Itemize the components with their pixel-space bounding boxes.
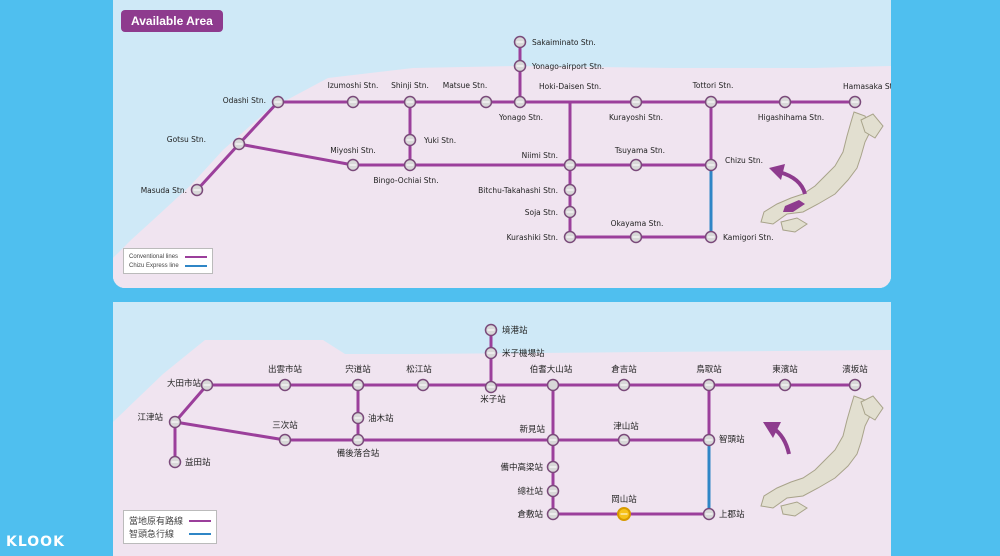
station-label-gotsu: 江津站: [137, 412, 163, 423]
station-label-izumoshi: Izumoshi Stn.: [328, 81, 379, 90]
japan-silhouette: [760, 111, 872, 225]
station-label-bingo_ochiai: Bingo-Ochiai Stn.: [373, 176, 438, 185]
station-label-kurashiki: Kurashiki Stn.: [507, 233, 558, 242]
station-label-odashi: Odashi Stn.: [223, 96, 266, 105]
stations: [168, 323, 862, 521]
station-label-matsue: Matsue Stn.: [443, 81, 488, 90]
legend-swatch-express: [189, 532, 212, 535]
legend-label-express: 智頭急行線: [129, 529, 175, 539]
available-area-title: Available Area: [121, 10, 223, 32]
station-label-kamigori: Kamigori Stn.: [723, 233, 774, 242]
legend: Conventional lines Chizu Express line: [123, 248, 213, 274]
japan-inset: [760, 111, 884, 233]
pointer-arrowhead: [763, 422, 781, 438]
legend-label-conventional: Conventional lines: [129, 253, 179, 260]
japan-silhouette: [760, 395, 872, 509]
station-label-soja: 總社站: [517, 486, 543, 497]
station-label-tsuyama: Tsuyama Stn.: [614, 146, 665, 155]
station-label-bingo_ochiai: 備後落合站: [337, 448, 380, 459]
station-label-miyoshi: Miyoshi Stn.: [330, 146, 376, 155]
station-label-yonago: Yonago Stn.: [498, 113, 543, 122]
shikoku-silhouette: [780, 217, 808, 233]
legend: 當地原有路線 智頭急行線: [123, 510, 218, 544]
station-label-masuda: Masuda Stn.: [141, 186, 187, 195]
land-area: [113, 66, 891, 288]
legend-swatch-conventional: [184, 255, 207, 258]
japan-inset: [760, 395, 884, 517]
station-label-okayama: 岡山站: [611, 494, 637, 505]
station-label-shinji: 宍道站: [345, 364, 371, 375]
legend-label-express: Chizu Express line: [129, 262, 179, 269]
station-label-tottori: 鳥取站: [696, 364, 722, 375]
station-label-izumoshi: 出雲市站: [268, 364, 303, 375]
chugoku-highlight: [783, 200, 805, 212]
legend-row-express: Chizu Express line: [129, 261, 207, 270]
station-label-higashihama: 東濱站: [772, 364, 798, 375]
station-marker-hoki_daisen: [546, 378, 560, 392]
station-label-hamasaka: 濱坂站: [842, 364, 868, 375]
chinese-map-panel: 境港站米子機場站大田市站 出雲市站 宍道站 松江站 伯耆大山站 倉吉站 鳥取站 東濱站 濱坂站米…: [113, 302, 891, 556]
legend-row-conventional: 當地原有路線: [129, 514, 212, 527]
station-label-gotsu: Gotsu Stn.: [167, 135, 206, 144]
station-label-okayama: Okayama Stn.: [611, 219, 664, 228]
station-label-kurayoshi: Kurayoshi Stn.: [609, 113, 663, 122]
legend-row-conventional: Conventional lines: [129, 252, 207, 261]
land-area: [113, 340, 891, 556]
station-label-yonago_airport: 米子機場站: [502, 348, 545, 359]
station-label-yuki: Yuki Stn.: [423, 136, 456, 145]
station-label-sakaiminato: Sakaiminato Stn.: [532, 38, 596, 47]
station-label-yonago_airport: Yonago-airport Stn.: [531, 62, 604, 71]
station-label-masuda: 益田站: [185, 457, 211, 468]
station-label-kurashiki: 倉敷站: [517, 509, 543, 520]
station-label-niimi: Niimi Stn.: [522, 151, 558, 160]
station-label-yonago: 米子站: [480, 394, 506, 405]
shikoku-silhouette: [780, 501, 808, 517]
stations: [190, 35, 862, 244]
legend-label-conventional: 當地原有路線: [129, 516, 184, 526]
legend-row-express: 智頭急行線: [129, 527, 212, 540]
station-label-yuki: 油木站: [368, 413, 394, 424]
station-label-kamigori: 上郡站: [719, 509, 745, 520]
station-label-hoki_daisen: 伯耆大山站: [530, 364, 573, 375]
station-label-tottori: Tottori Stn.: [692, 81, 734, 90]
station-label-matsue: 松江站: [406, 364, 432, 375]
station-label-bitchu_takahashi: 備中高梁站: [500, 462, 543, 473]
station-label-sakaiminato: 境港站: [502, 325, 528, 336]
english-map-panel: Sakaiminato Stn. Yonago-airport Stn. Odash…: [113, 0, 891, 288]
station-label-hoki_daisen: Hoki-Daisen Stn.: [539, 82, 601, 91]
station-label-shinji: Shinji Stn.: [391, 81, 429, 90]
station-label-higashihama: Higashihama Stn.: [758, 113, 824, 122]
station-labels: Sakaiminato Stn. Yonago-airport Stn. Odash…: [141, 38, 891, 242]
rail-line-1: [238, 142, 711, 167]
station-label-tsuyama: 津山站: [613, 421, 639, 432]
station-label-hamasaka: Hamasaka Stn.: [843, 82, 891, 91]
station-label-niimi: 新見站: [519, 424, 545, 435]
legend-swatch-express: [184, 264, 207, 267]
station-label-miyoshi: 三次站: [272, 420, 298, 431]
hokkaido-silhouette: [860, 395, 884, 421]
station-label-chizu: 智頭站: [719, 434, 745, 445]
pointer-arrowhead: [769, 164, 785, 180]
station-label-bitchu_takahashi: Bitchu-Takahashi Stn.: [478, 186, 558, 195]
hokkaido-silhouette: [860, 113, 884, 139]
station-label-kurayoshi: 倉吉站: [611, 364, 637, 375]
rail-line-1: [174, 420, 709, 442]
station-label-chizu: Chizu Stn.: [725, 156, 763, 165]
klook-watermark: KLOOK: [6, 534, 65, 550]
station-label-soja: Soja Stn.: [525, 208, 558, 217]
english-route-map: Sakaiminato Stn. Yonago-airport Stn. Odash…: [113, 0, 891, 288]
station-label-odashi: 大田市站: [167, 378, 202, 389]
legend-swatch-conventional: [189, 519, 212, 522]
